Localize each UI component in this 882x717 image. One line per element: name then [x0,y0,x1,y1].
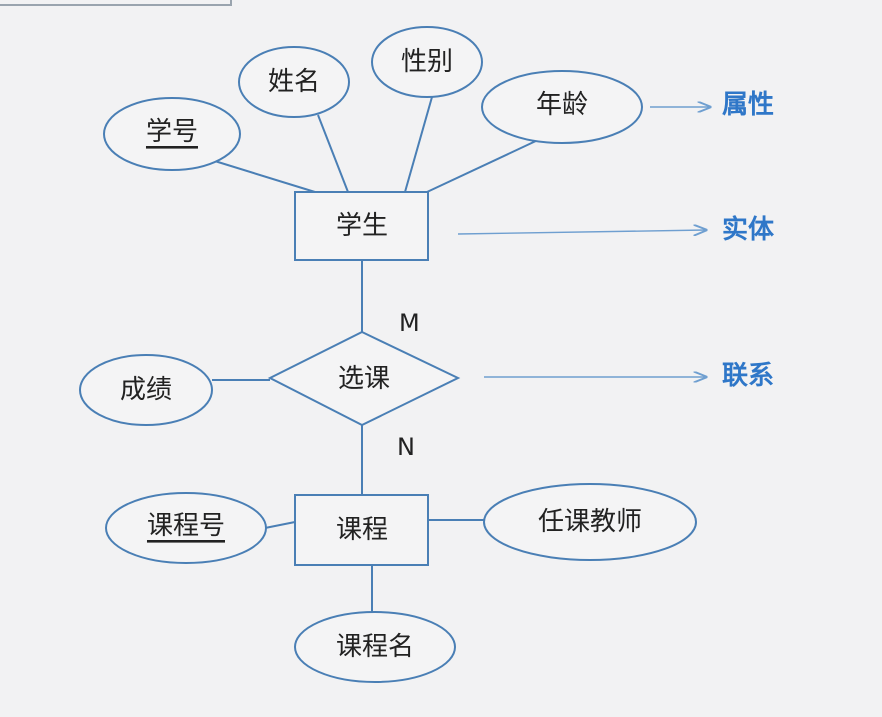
relationship-diamond [267,330,461,427]
attribute-course-id-label: 课程号 [147,511,225,541]
entity-student-box [294,191,429,261]
attribute-name-label: 姓名 [268,67,320,97]
attribute-student-id-ellipse [103,97,241,171]
entity-student-label: 学生 [336,211,388,241]
attribute-teacher-ellipse [483,483,697,561]
top-window-frame [0,0,232,6]
attribute-grade-label: 成绩 [120,375,172,405]
line-course-id [264,521,296,529]
attribute-student-id-label: 学号 [146,117,198,147]
attribute-age-label: 年龄 [536,90,588,120]
line-student-id [204,157,316,193]
cardinality-n: N [397,433,415,461]
entity-course-label: 课程 [336,515,388,545]
line-gender [404,96,433,193]
connector-lines [204,96,539,612]
attribute-name-ellipse [238,46,350,118]
legend-arrow-entity [457,230,706,234]
attribute-age-ellipse [481,70,643,144]
line-name [317,114,349,193]
legend-arrows [457,107,710,377]
cardinality-m: M [399,309,420,337]
entity-course-box [294,494,429,566]
attribute-course-name-label: 课程名 [336,632,414,662]
attribute-course-id-ellipse [105,492,267,564]
attribute-gender-label: 性别 [401,47,453,77]
relationship-label: 选课 [338,364,390,394]
attribute-teacher-label: 任课教师 [538,507,642,537]
attribute-grade-ellipse [79,354,213,426]
legend-entity-label: 实体 [722,214,775,245]
legend-relationship-label: 联系 [722,361,774,391]
attribute-course-name-ellipse [294,611,456,683]
attribute-gender-ellipse [371,26,483,98]
line-age [426,139,539,193]
legend-attribute-label: 属性 [722,90,774,120]
